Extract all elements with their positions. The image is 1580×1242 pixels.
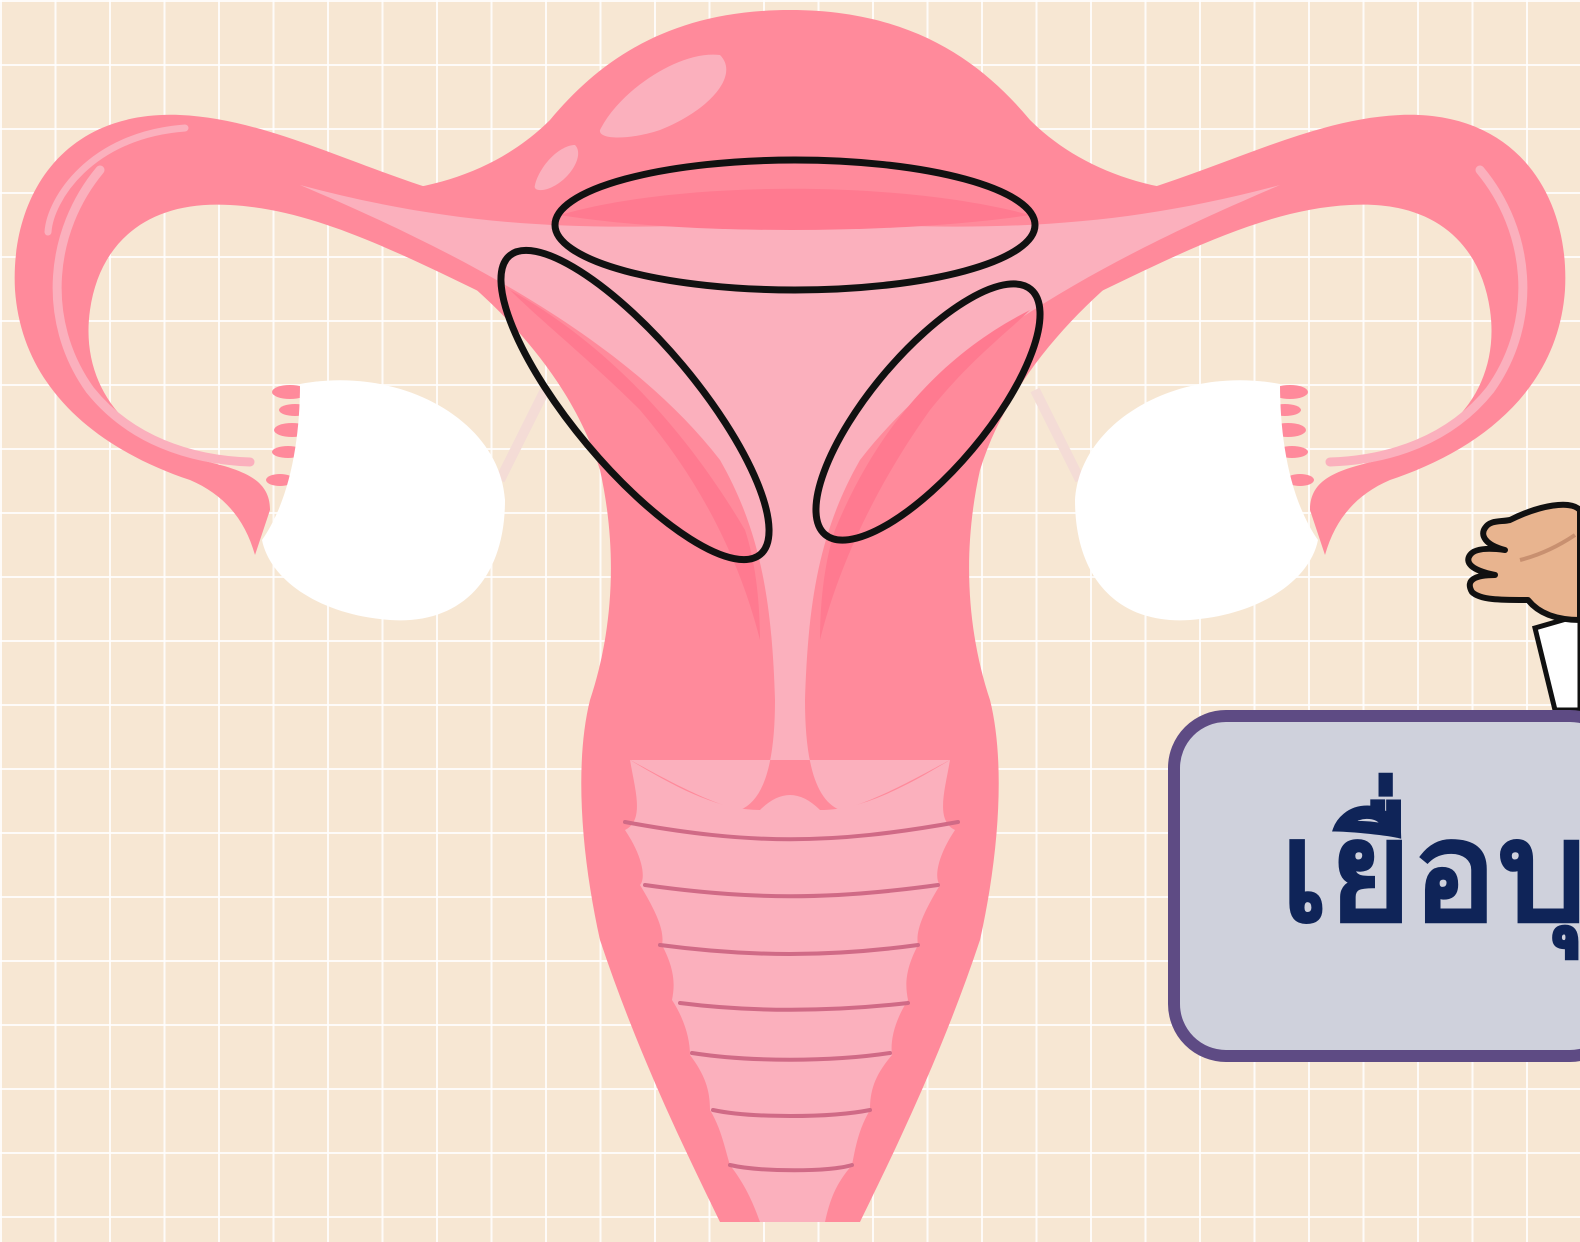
label-box: เยื่อบุ: [1168, 710, 1580, 1062]
left-ovary: [262, 380, 505, 620]
pointing-hand-icon: [1468, 505, 1580, 710]
right-ovarian-ligament: [1035, 390, 1080, 480]
right-ovary: [1075, 380, 1318, 620]
left-ovarian-ligament: [500, 390, 545, 480]
label-text: เยื่อบุ: [1280, 788, 1580, 958]
